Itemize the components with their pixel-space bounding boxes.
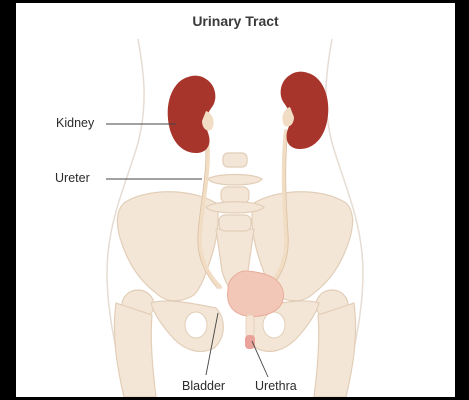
diagram-panel: Urinary Tract Kidney Ureter Bladder Uret…	[16, 3, 455, 397]
kidneys	[168, 72, 329, 153]
kidney-label: Kidney	[56, 116, 94, 130]
urethra	[246, 315, 254, 337]
urinary-tract-illustration	[16, 3, 455, 397]
obturator-foramen	[185, 312, 285, 338]
bladder-label: Bladder	[182, 379, 225, 393]
diagram-title: Urinary Tract	[16, 13, 455, 29]
ureter-label: Ureter	[55, 171, 90, 185]
urethra-label: Urethra	[255, 379, 297, 393]
